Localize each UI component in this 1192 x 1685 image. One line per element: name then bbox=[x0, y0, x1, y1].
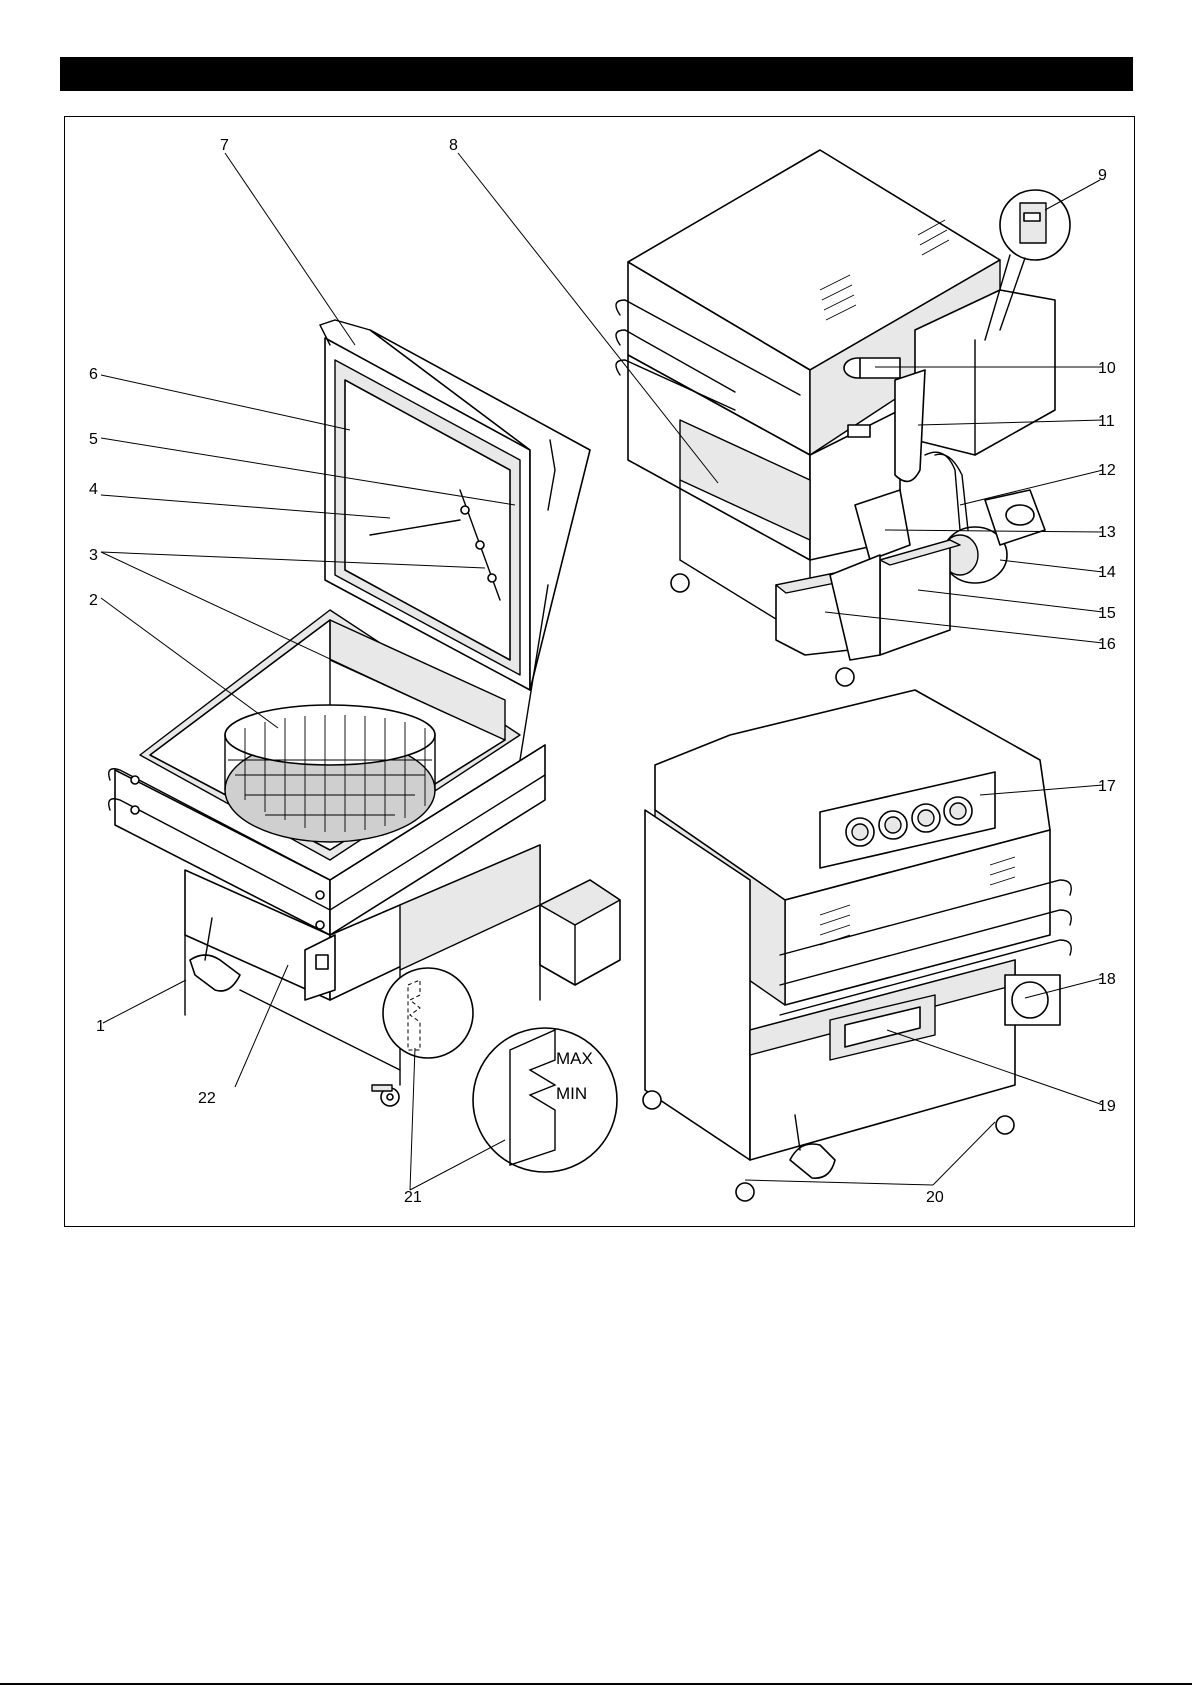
callout-19: 19 bbox=[1098, 1098, 1116, 1115]
level-gauge-detail: MAX MIN bbox=[383, 968, 617, 1172]
machine-rear-view bbox=[616, 150, 1070, 686]
callout-1: 1 bbox=[96, 1018, 105, 1035]
callout-15: 15 bbox=[1098, 605, 1116, 622]
machine-open-lid bbox=[109, 320, 620, 1106]
callout-12: 12 bbox=[1098, 462, 1116, 479]
callout-22: 22 bbox=[198, 1090, 216, 1107]
callout-21: 21 bbox=[404, 1189, 422, 1206]
callout-14: 14 bbox=[1098, 564, 1116, 581]
callout-4: 4 bbox=[89, 481, 98, 498]
callout-17: 17 bbox=[1098, 778, 1116, 795]
callout-5: 5 bbox=[89, 431, 98, 448]
callout-8: 8 bbox=[449, 137, 458, 154]
callout-7: 7 bbox=[220, 137, 229, 154]
callout-2: 2 bbox=[89, 592, 98, 609]
gauge-max-label: MAX bbox=[556, 1049, 593, 1068]
callout-13: 13 bbox=[1098, 524, 1116, 541]
callout-10: 10 bbox=[1098, 360, 1116, 377]
callout-16: 16 bbox=[1098, 636, 1116, 653]
gauge-min-label: MIN bbox=[556, 1084, 587, 1103]
callout-20: 20 bbox=[926, 1189, 944, 1206]
callout-9: 9 bbox=[1098, 167, 1107, 184]
callout-6: 6 bbox=[89, 366, 98, 383]
callout-18: 18 bbox=[1098, 971, 1116, 988]
callout-3: 3 bbox=[89, 547, 98, 564]
machine-front-view bbox=[643, 690, 1071, 1201]
callout-11: 11 bbox=[1098, 413, 1115, 430]
